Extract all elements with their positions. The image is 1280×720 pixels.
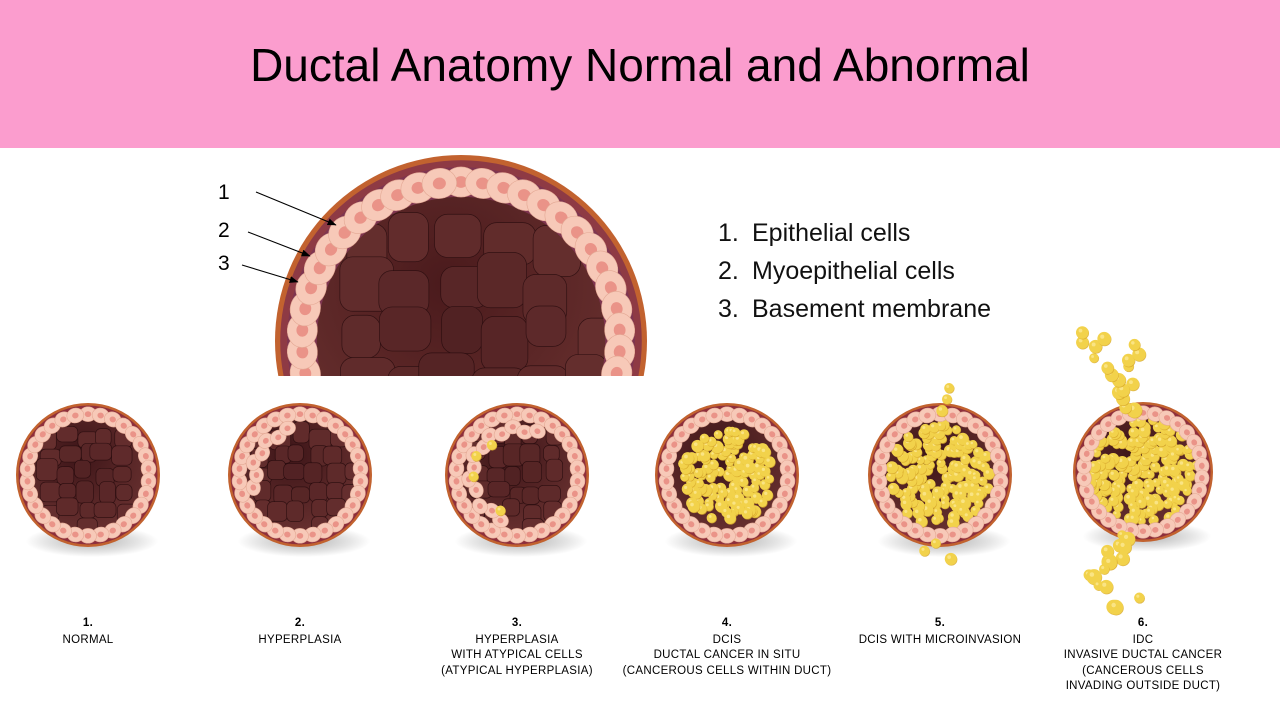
caption-line: WITH ATYPICAL CELLS — [451, 649, 583, 661]
caption-stage-6: 6. IDC INVASIVE DUCTAL CANCER (CANCEROUS CE… — [983, 616, 1280, 695]
legend-index: 1. — [718, 219, 739, 247]
large-duct-cross-section — [272, 152, 650, 376]
caption-line: IDC — [1132, 633, 1154, 646]
duct-stage-2 — [168, 343, 432, 607]
caption-line: INVADING OUTSIDE DUCT) — [1065, 680, 1221, 692]
caption-row: 1. NORMAL 2. HYPERPLASIA 3. HYPERPLASIA WITH A… — [0, 616, 1280, 720]
legend-label: Epithelial cells — [752, 219, 911, 247]
caption-stage-5: 5. DCIS WITH MICROINVASION — [780, 616, 1100, 648]
duct-stage-4 — [595, 343, 859, 607]
caption-stage-2: 2. HYPERPLASIA — [140, 616, 460, 648]
callout-number-2: 2 — [218, 219, 230, 242]
caption-stage-3: 3. HYPERPLASIA WITH ATYPICAL CELLS (ATYPICA… — [357, 616, 677, 679]
caption-number: 1. — [82, 617, 94, 629]
caption-line: DCIS WITH MICROINVASION — [858, 633, 1022, 646]
caption-line: DUCTAL CANCER IN SITU — [653, 649, 801, 661]
callout-number-1: 1 — [218, 181, 230, 204]
legend-item-myoepithelial: 2. Myoepithelial cells — [718, 252, 1138, 290]
caption-line: (ATYPICAL HYPERPLASIA) — [441, 664, 593, 677]
caption-number: 4. — [721, 617, 733, 629]
caption-line: HYPERPLASIA — [258, 633, 342, 646]
caption-number: 2. — [294, 617, 306, 629]
title-banner: Ductal Anatomy Normal and Abnormal — [0, 0, 1280, 148]
caption-line: INVASIVE DUCTAL CANCER — [1063, 649, 1223, 661]
caption-line: HYPERPLASIA — [475, 633, 559, 646]
duct-stage-row — [0, 326, 1280, 616]
caption-number: 5. — [934, 617, 946, 629]
duct-stage-5 — [808, 343, 1072, 607]
caption-stage-4: 4. DCIS DUCTAL CANCER IN SITU (CANCEROUS CE… — [567, 616, 887, 679]
legend-label: Myoepithelial cells — [752, 257, 955, 285]
caption-line: (CANCEROUS CELLS — [1082, 664, 1204, 677]
caption-line: (CANCEROUS CELLS WITHIN DUCT) — [622, 664, 832, 677]
page-title: Ductal Anatomy Normal and Abnormal — [250, 39, 1030, 91]
callout-arrows — [241, 191, 337, 283]
duct-stage-1 — [0, 343, 220, 607]
caption-stage-1: 1. NORMAL — [0, 616, 248, 648]
legend-item-basement-membrane: 3. Basement membrane — [718, 290, 1138, 328]
duct-stage-6 — [1013, 326, 1273, 616]
callout-number-group: 1 2 3 — [200, 170, 400, 300]
legend-item-epithelial: 1. Epithelial cells — [718, 214, 1138, 252]
caption-number: 6. — [1137, 617, 1149, 629]
callout-number-3: 3 — [218, 252, 230, 275]
caption-line: NORMAL — [62, 633, 114, 646]
caption-line: DCIS — [712, 633, 742, 646]
legend-index: 2. — [718, 257, 739, 285]
legend-index: 3. — [718, 295, 739, 323]
caption-number: 3. — [511, 617, 523, 629]
legend-label: Basement membrane — [752, 295, 992, 323]
duct-stage-3 — [385, 343, 649, 607]
legend-list: 1. Epithelial cells 2. Myoepithelial cel… — [718, 214, 1138, 328]
